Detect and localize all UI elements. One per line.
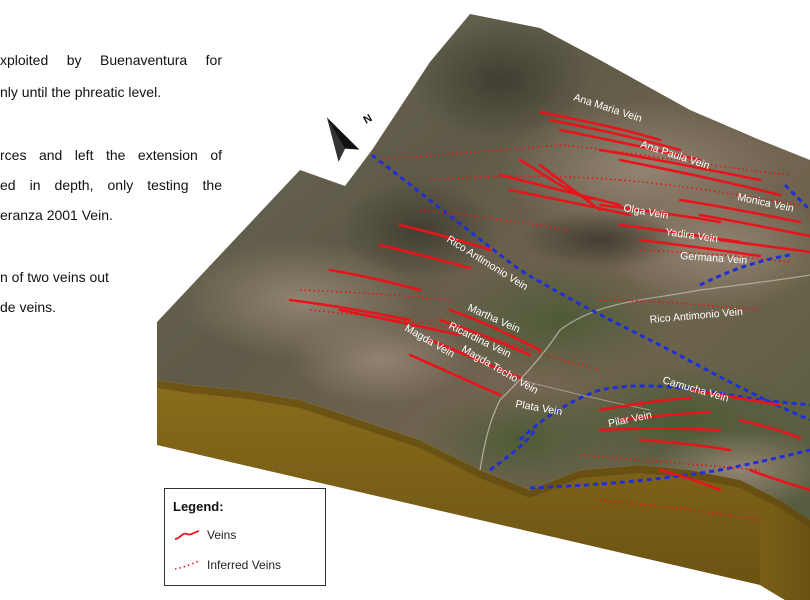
inferred-vein-symbol-icon <box>174 560 200 570</box>
fault-lines <box>371 153 810 490</box>
vein-label-germana: Germana Vein <box>680 250 748 267</box>
text-line-6: n of two veins out <box>0 269 109 285</box>
text-line-4: ed in depth, only testing the <box>0 177 222 193</box>
text-line-2: nly until the phreatic level. <box>0 84 162 100</box>
map-legend: Legend: Veins Inferred Veins <box>164 488 326 586</box>
legend-label-inferred-veins: Inferred Veins <box>207 557 282 572</box>
block-edge-shadow <box>157 380 810 528</box>
vein-symbol-icon <box>174 529 200 540</box>
block-side-right <box>760 500 810 600</box>
north-arrow <box>327 117 360 162</box>
veins <box>288 110 810 492</box>
legend-item-veins: Veins <box>173 527 236 542</box>
legend-item-inferred-veins: Inferred Veins <box>173 557 281 572</box>
legend-label-veins: Veins <box>207 527 237 542</box>
north-label: N <box>362 112 375 126</box>
text-line-3: rces and left the extension of <box>0 147 222 163</box>
text-line-1: xploited by Buenaventura for <box>0 52 222 68</box>
block-side-front <box>157 380 810 600</box>
text-line-7: de veins. <box>0 299 57 315</box>
text-line-5: eranza 2001 Vein. <box>0 207 113 223</box>
legend-title: Legend: <box>173 499 224 514</box>
